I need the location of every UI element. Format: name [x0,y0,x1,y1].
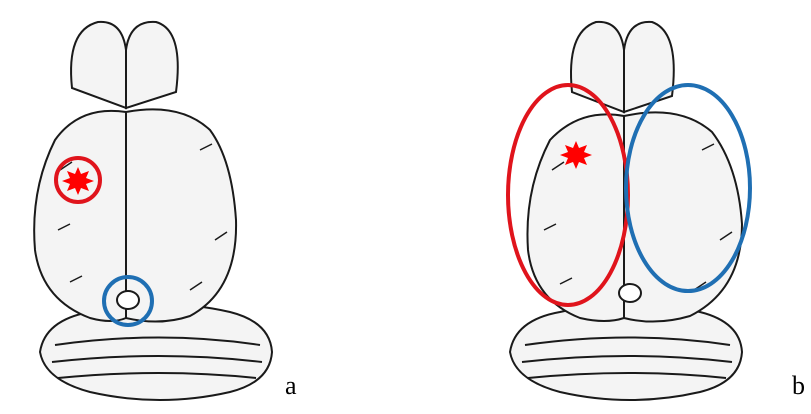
panel-label-a: a [285,373,297,399]
brain-outline-a [34,22,272,400]
panel-a: a [0,0,330,414]
brain-drawing-a [0,0,330,414]
panel-b: b [480,0,810,414]
panel-label-b: b [792,373,805,399]
brain-drawing-b [480,0,810,414]
